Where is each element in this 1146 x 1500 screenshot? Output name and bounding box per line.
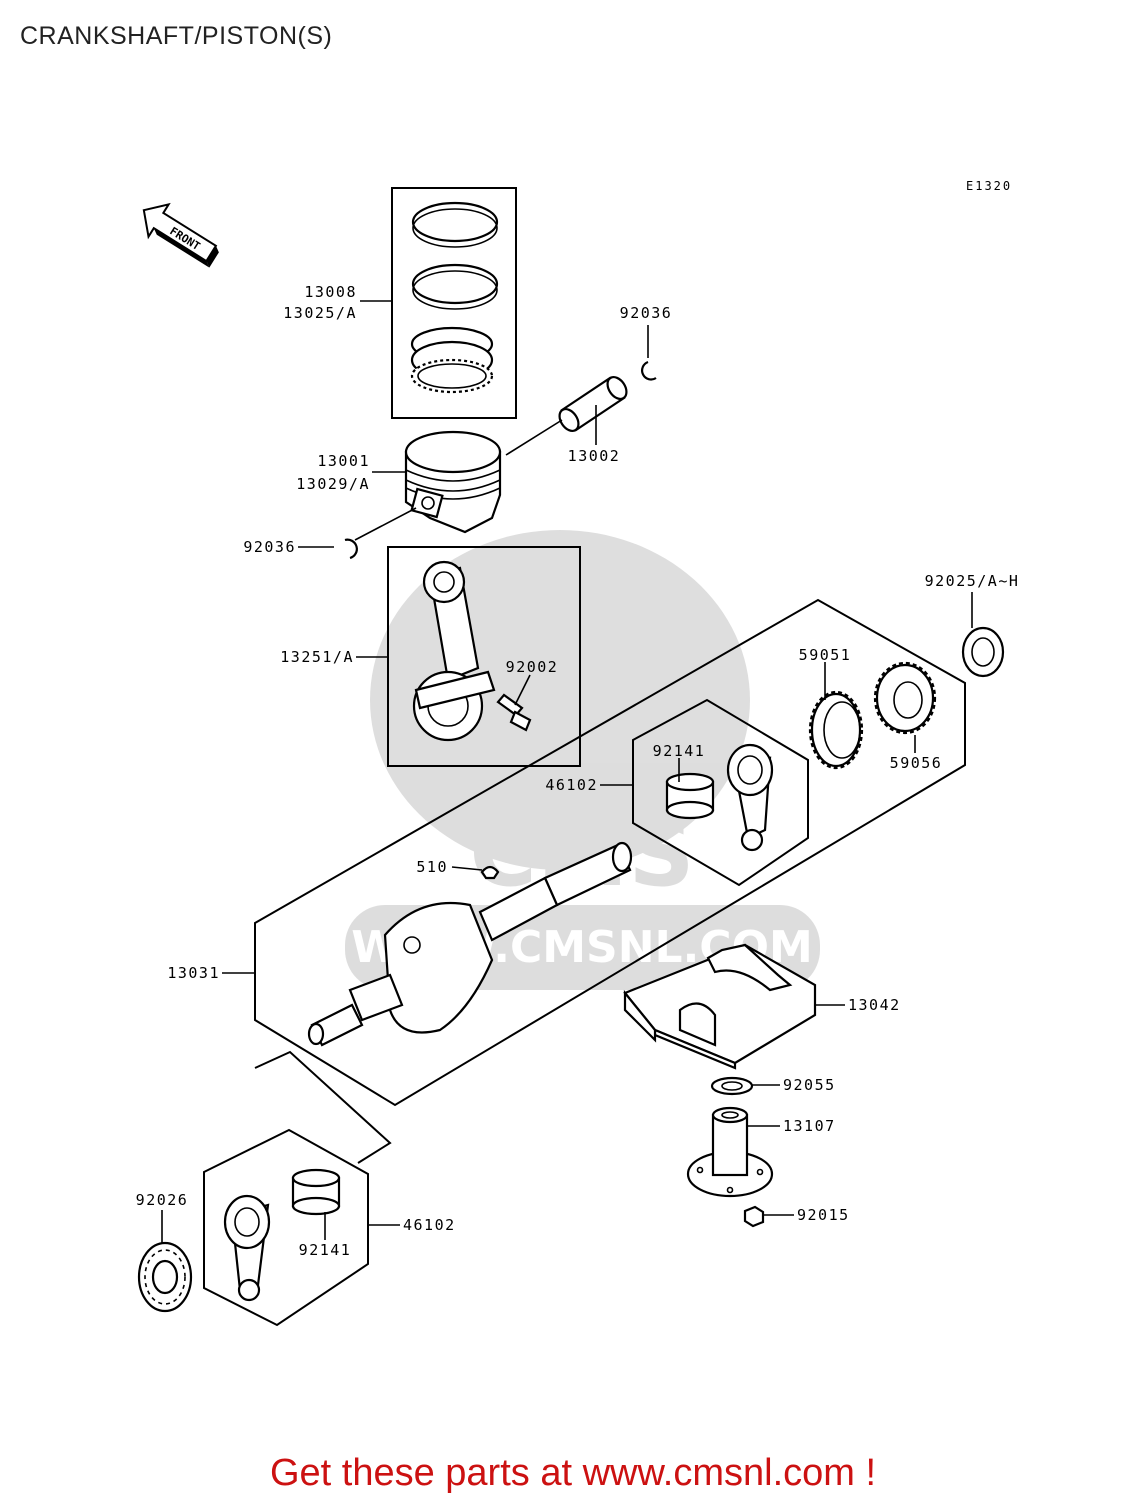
thrust-washer-icon [137,1241,193,1313]
nut-icon [743,1205,765,1228]
exploded-parts-diagram: CMS WWW.CMSNL.COM E1320 FRONT [136,179,1020,1327]
label-13025: 13025/A [283,304,357,322]
piston-rings-box [391,187,517,419]
piston-ring-top [411,201,499,248]
governor-shaft-icon [686,1106,774,1198]
circlip-icon [344,538,358,560]
lower-balancer-box [203,1128,369,1327]
label-13107: 13107 [783,1117,836,1135]
pin-axis-line-left [354,507,417,541]
diagram-code: E1320 [966,179,1012,193]
label-13008: 13008 [304,283,357,301]
key-icon [480,865,500,880]
label-13251: 13251/A [280,648,354,666]
pin-axis-line [505,419,563,456]
label-13042: 13042 [848,996,901,1014]
piston-icon [404,430,502,534]
label-46102-bottom: 46102 [403,1216,456,1234]
front-arrow-icon: FRONT [142,202,219,268]
label-92002: 92002 [506,658,559,676]
balancer-rod-icon [223,1194,271,1302]
label-13029: 13029/A [296,475,370,493]
bolt-icon [496,693,532,732]
label-46102-top: 46102 [545,776,598,794]
footer-link-text[interactable]: Get these parts at www.cmsnl.com ! [269,1452,877,1494]
label-13001: 13001 [317,452,370,470]
gear-icon [808,690,864,770]
leader-92002 [514,674,531,706]
bushing-icon [665,772,715,820]
balancer-rod-icon [726,743,774,852]
balancer-rod-box [632,698,809,887]
bushing-icon [291,1168,341,1216]
crankshaft-icon [307,841,633,1047]
label-92015: 92015 [797,1206,850,1224]
gear-icon [873,661,937,735]
leader-510 [451,866,483,871]
piston-ring-oil [410,326,494,394]
assembly-connector-line [254,1050,392,1164]
washer-icon [710,1076,754,1096]
label-13002: 13002 [568,447,621,465]
label-92141-bottom: 92141 [299,1241,352,1259]
label-92026: 92026 [136,1191,189,1209]
bearing-housing-icon [623,943,817,1070]
label-510: 510 [416,858,448,876]
label-92141-top: 92141 [653,742,706,760]
page-title: CRANKSHAFT/PISTON(S) [20,22,333,50]
label-13031: 13031 [167,964,220,982]
label-59056: 59056 [890,754,943,772]
label-92025: 92025/A~H [925,572,1020,590]
label-92055: 92055 [783,1076,836,1094]
label-59051: 59051 [799,646,852,664]
connecting-rod-icon [412,560,496,742]
label-92036-left: 92036 [243,538,296,556]
washer-icon [961,626,1005,678]
crankshaft-assembly-box [254,598,966,1107]
piston-ring-second [411,263,499,310]
label-92036-top: 92036 [620,304,673,322]
circlip-icon [641,360,657,381]
piston-pin-icon [558,375,628,433]
